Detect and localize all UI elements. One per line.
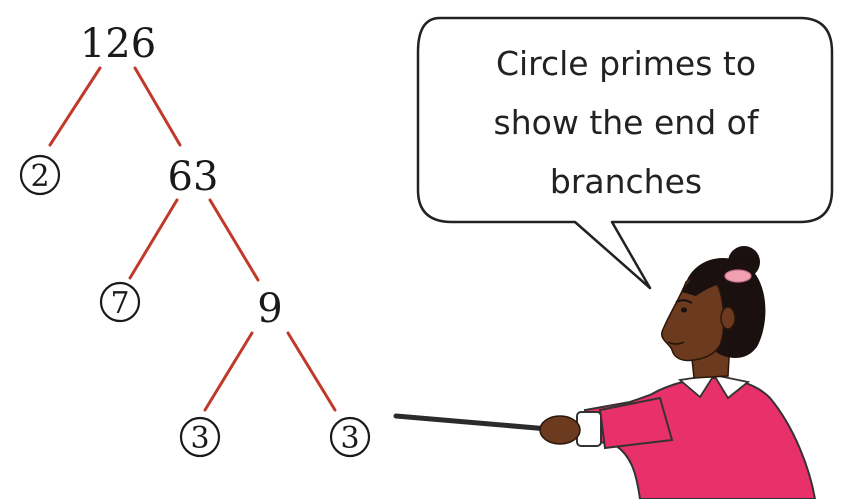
pointer-stick: [393, 413, 563, 433]
bubble-line-1: Circle primes to: [496, 44, 756, 83]
branch-126-2: [48, 66, 102, 147]
hair-tie: [724, 269, 752, 283]
eye: [681, 307, 687, 313]
bubble-line-3: branches: [550, 162, 702, 201]
branch-63-9: [208, 198, 260, 282]
composite-9: 9: [257, 286, 282, 332]
speech-bubble: [416, 16, 834, 290]
eyebrow: [675, 299, 693, 304]
prime-circle: [179, 416, 221, 458]
bubble-line-2: show the end of: [494, 103, 760, 142]
prime-circle: [329, 416, 371, 458]
prime-factor-2: 2: [30, 159, 49, 194]
prime-factor-3-right: 3: [340, 421, 359, 456]
face: [661, 276, 725, 362]
composite-63: 63: [168, 154, 219, 200]
prime-circle: [19, 154, 61, 196]
mouth: [667, 341, 685, 345]
teacher-figure: [393, 246, 817, 499]
prime-circle: [99, 281, 141, 323]
prime-factor-7: 7: [110, 286, 129, 321]
branch-9-3-right: [286, 331, 337, 412]
tree-root-value: 126: [80, 21, 156, 67]
branch-63-7: [128, 198, 179, 280]
shirt-collar: [712, 373, 751, 400]
hand: [539, 415, 581, 445]
sweater-sleeve: [598, 396, 674, 450]
branch-126-63: [133, 66, 182, 147]
prime-factor-3-left: 3: [190, 421, 209, 456]
branch-9-3-left: [203, 331, 254, 412]
ear: [720, 306, 736, 330]
